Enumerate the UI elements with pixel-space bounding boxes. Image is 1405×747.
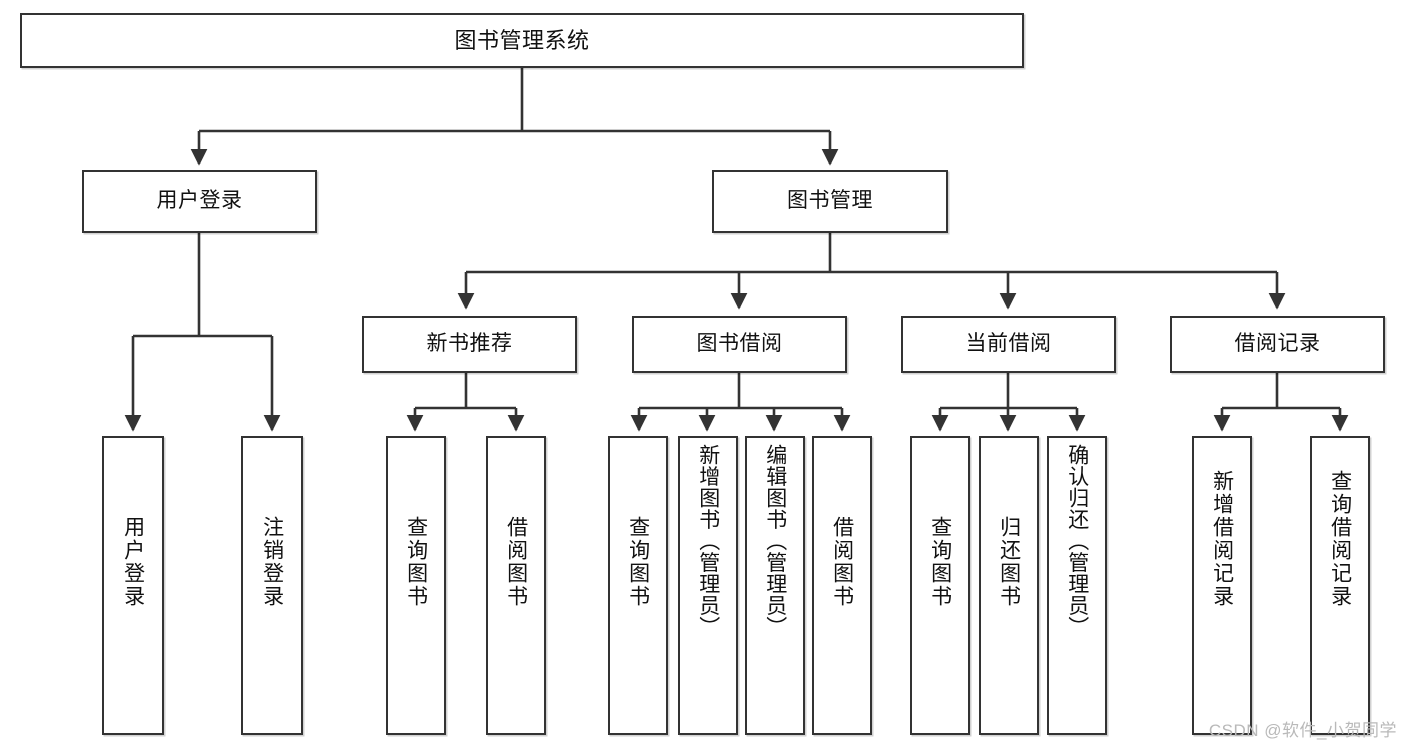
node-leaf-user-login[interactable]: 用户登录 bbox=[102, 436, 164, 735]
node-book-borrow[interactable]: 图书借阅 bbox=[632, 316, 847, 373]
node-leaf-borrow-take[interactable]: 借阅图书 bbox=[812, 436, 872, 735]
node-leaf-borrow-edit[interactable]: 编辑图书（管理员） bbox=[745, 436, 805, 735]
node-new-book-rec[interactable]: 新书推荐 bbox=[362, 316, 577, 373]
node-leaf-rec-borrow[interactable]: 借阅图书 bbox=[486, 436, 546, 735]
node-leaf-rec-add-label: 新增借阅记录 bbox=[1210, 470, 1234, 608]
node-borrow-record[interactable]: 借阅记录 bbox=[1170, 316, 1385, 373]
node-leaf-user-logout-label: 注销登录 bbox=[260, 516, 284, 608]
node-leaf-cur-return-label: 归还图书 bbox=[997, 516, 1021, 608]
node-leaf-rec-borrow-label: 借阅图书 bbox=[504, 516, 528, 608]
node-leaf-borrow-add-label: 新增图书（管理员） bbox=[696, 444, 720, 638]
node-leaf-borrow-add[interactable]: 新增图书（管理员） bbox=[678, 436, 738, 735]
node-leaf-user-login-label: 用户登录 bbox=[121, 516, 145, 608]
node-book-manage-label: 图书管理 bbox=[787, 189, 873, 213]
node-leaf-rec-search[interactable]: 查询借阅记录 bbox=[1310, 436, 1370, 735]
node-leaf-cur-return[interactable]: 归还图书 bbox=[979, 436, 1039, 735]
node-leaf-rec-query[interactable]: 查询图书 bbox=[386, 436, 446, 735]
node-root-label: 图书管理系统 bbox=[454, 27, 590, 53]
node-leaf-user-logout[interactable]: 注销登录 bbox=[241, 436, 303, 735]
node-leaf-cur-confirm-label: 确认归还（管理员） bbox=[1065, 444, 1089, 638]
node-new-book-rec-label: 新书推荐 bbox=[426, 332, 513, 356]
node-leaf-cur-confirm[interactable]: 确认归还（管理员） bbox=[1047, 436, 1107, 735]
node-leaf-rec-add[interactable]: 新增借阅记录 bbox=[1192, 436, 1252, 735]
node-user-login-label: 用户登录 bbox=[156, 189, 243, 213]
node-user-login[interactable]: 用户登录 bbox=[82, 170, 317, 233]
node-book-manage[interactable]: 图书管理 bbox=[712, 170, 948, 233]
node-leaf-borrow-query-label: 查询图书 bbox=[626, 516, 650, 608]
node-leaf-borrow-query[interactable]: 查询图书 bbox=[608, 436, 668, 735]
node-current-borrow-label: 当前借阅 bbox=[965, 332, 1052, 356]
node-book-borrow-label: 图书借阅 bbox=[696, 332, 783, 356]
node-leaf-borrow-take-label: 借阅图书 bbox=[830, 516, 854, 608]
node-leaf-rec-search-label: 查询借阅记录 bbox=[1328, 470, 1352, 608]
node-leaf-borrow-edit-label: 编辑图书（管理员） bbox=[763, 444, 787, 638]
node-current-borrow[interactable]: 当前借阅 bbox=[901, 316, 1116, 373]
node-leaf-cur-query-label: 查询图书 bbox=[928, 516, 952, 608]
node-leaf-rec-query-label: 查询图书 bbox=[404, 516, 428, 608]
watermark-text: CSDN @软件_小贺同学 bbox=[1208, 721, 1397, 740]
node-root[interactable]: 图书管理系统 bbox=[20, 13, 1024, 68]
node-borrow-record-label: 借阅记录 bbox=[1234, 332, 1321, 356]
node-leaf-cur-query[interactable]: 查询图书 bbox=[910, 436, 970, 735]
